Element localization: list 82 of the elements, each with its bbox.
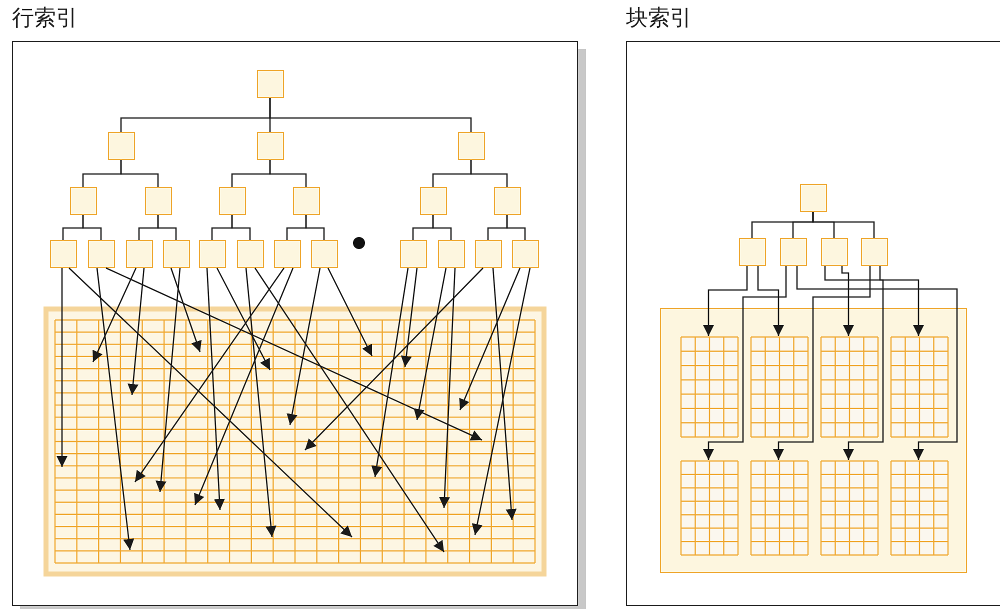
- index-node-box: [400, 240, 426, 268]
- arrow: [824, 266, 884, 460]
- arrow: [194, 268, 294, 506]
- arrow: [286, 268, 321, 426]
- arrow: [170, 268, 202, 352]
- arrow: [56, 268, 68, 467]
- arrow: [327, 268, 373, 356]
- arrow: [703, 266, 787, 460]
- arrow: [472, 268, 531, 536]
- panel-title: 块索引: [626, 6, 692, 32]
- arrow: [492, 268, 517, 520]
- tree-line: [470, 160, 508, 187]
- data-block-grid: [681, 461, 738, 555]
- index-node-box: [50, 240, 76, 268]
- tree-line: [305, 215, 325, 240]
- arrow: [68, 268, 352, 538]
- arrow: [92, 268, 137, 362]
- arrow: [796, 266, 958, 460]
- arrow: [400, 268, 418, 368]
- arrow: [879, 266, 924, 336]
- arrow: [371, 268, 409, 478]
- tree-line: [157, 215, 177, 240]
- arrow: [757, 266, 784, 336]
- data-block-grid: [821, 337, 878, 437]
- index-node-box: [256, 70, 284, 98]
- data-block-grid: [891, 337, 948, 437]
- tree-line: [269, 98, 472, 132]
- arrow: [106, 267, 482, 441]
- tree-line: [812, 212, 875, 238]
- arrow: [841, 266, 854, 336]
- tree-line: [231, 215, 251, 240]
- data-block-grid: [891, 461, 948, 555]
- arrow: [245, 268, 276, 538]
- arrow: [206, 268, 225, 510]
- index-node-box: [660, 308, 967, 573]
- arrow: [156, 268, 181, 492]
- index-node-box: [820, 238, 848, 266]
- arrow: [703, 266, 748, 336]
- data-block-grid: [751, 461, 808, 555]
- tree-line: [269, 160, 307, 187]
- index-node-box: [236, 240, 264, 268]
- arrow: [773, 266, 871, 460]
- index-node-box: [126, 240, 152, 268]
- arrow: [134, 268, 285, 482]
- tree-line: [82, 215, 102, 240]
- index-node-box: [162, 240, 190, 268]
- index-node-box: [70, 187, 96, 215]
- arrow: [459, 268, 521, 410]
- index-node-box: [458, 132, 484, 160]
- arrow: [96, 268, 134, 550]
- arrow: [128, 268, 145, 396]
- arrow: [304, 268, 484, 450]
- index-node-box: [860, 238, 888, 266]
- index-node-box: [474, 240, 502, 268]
- panel-title: 行索引: [12, 6, 78, 32]
- index-node-box: [512, 240, 538, 268]
- arrow: [439, 268, 456, 508]
- tree-line: [506, 215, 526, 240]
- index-node-box: [88, 240, 114, 268]
- arrow: [254, 268, 445, 552]
- data-grid: [45, 308, 545, 575]
- index-node-box: [256, 132, 284, 160]
- arrow: [414, 268, 447, 420]
- index-node-box: [420, 187, 446, 215]
- index-node-box: [292, 187, 320, 215]
- index-node-box: [310, 240, 338, 268]
- index-node-box: [218, 187, 246, 215]
- tree-line: [432, 215, 452, 240]
- tree-line: [120, 160, 159, 187]
- data-block-grid: [821, 461, 878, 555]
- index-node-box: [144, 187, 172, 215]
- index-node-box: [108, 132, 134, 160]
- index-node-box: [800, 184, 826, 212]
- index-node-box: [274, 240, 300, 268]
- index-node-box: [738, 238, 766, 266]
- index-node-box: [494, 187, 520, 215]
- arrow: [216, 268, 271, 370]
- index-node-box: [780, 238, 806, 266]
- data-block-grid: [751, 337, 808, 437]
- data-block-grid: [681, 337, 738, 437]
- index-node-box: [198, 240, 226, 268]
- index-node-box: [438, 240, 464, 268]
